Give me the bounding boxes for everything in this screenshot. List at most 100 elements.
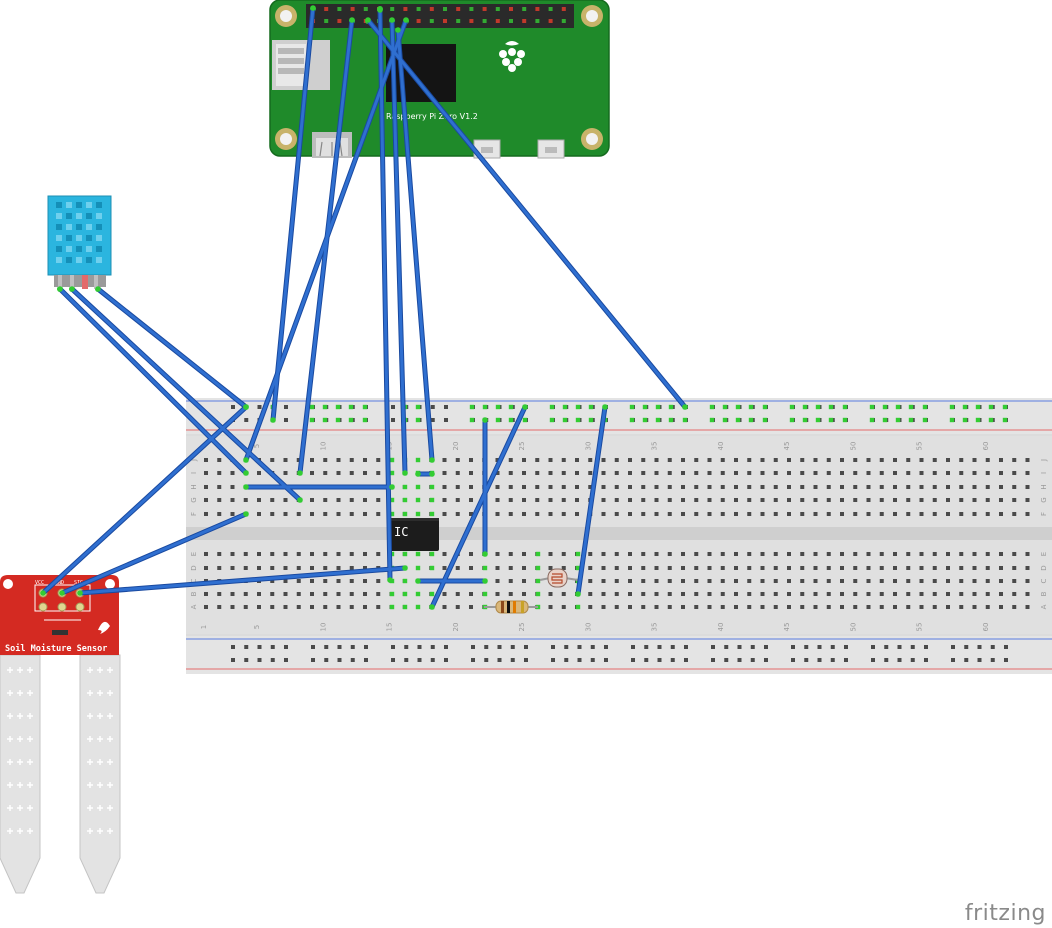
wire-18[interactable] [576, 405, 607, 596]
hole [349, 552, 354, 556]
connected-hole [682, 417, 688, 423]
row-letter: A [190, 604, 198, 609]
wire-9[interactable] [58, 287, 248, 475]
hole [681, 498, 685, 502]
wire-13[interactable] [78, 566, 407, 595]
hole [681, 458, 685, 462]
hole [296, 605, 301, 609]
hole [813, 605, 818, 609]
connected-hole [402, 551, 408, 557]
wire-11[interactable] [41, 405, 248, 595]
wire-8[interactable] [96, 287, 248, 409]
photoresistor[interactable] [539, 568, 579, 588]
hole [270, 566, 275, 570]
hole [548, 498, 553, 502]
wire-end [69, 286, 75, 292]
wire-end [602, 404, 608, 410]
wire-17[interactable] [430, 405, 527, 609]
vent [76, 213, 82, 219]
connected-hole [575, 417, 581, 423]
hole [522, 579, 526, 583]
hole [349, 471, 354, 475]
wire-end [365, 17, 371, 23]
hole [204, 512, 208, 516]
wire-5[interactable] [390, 18, 407, 475]
wire-6[interactable] [396, 28, 434, 462]
connected-hole [842, 404, 848, 410]
wire-end [482, 578, 488, 584]
ic-chip[interactable]: IC [387, 518, 439, 551]
hole [654, 605, 659, 609]
vent [56, 213, 62, 219]
wire-1[interactable] [271, 6, 315, 422]
rail-hole [604, 645, 608, 649]
column-number: 40 [717, 442, 725, 451]
hole [760, 485, 765, 489]
hole [508, 592, 513, 596]
hole [575, 498, 579, 502]
probe-mark [17, 736, 23, 742]
hole [230, 512, 235, 516]
hole [747, 512, 752, 516]
probe-mark [87, 805, 93, 811]
hole [694, 512, 699, 516]
resistor[interactable] [484, 600, 538, 614]
hole [760, 592, 765, 596]
hole [840, 605, 844, 609]
wire-end [270, 417, 276, 423]
hole [257, 605, 261, 609]
wire-12[interactable] [60, 512, 248, 595]
wire-2[interactable] [298, 18, 354, 475]
raspberry-pi-zero[interactable]: Raspberry Pi Zero V1.2 [269, 0, 610, 159]
hole [840, 592, 844, 596]
hole [813, 458, 818, 462]
hole [217, 552, 222, 556]
wire-7[interactable] [366, 18, 687, 409]
column-number: 45 [783, 442, 791, 451]
wire-end [310, 5, 316, 11]
probe-mark [97, 713, 103, 719]
gpio-pin [363, 7, 368, 11]
column-number: 25 [518, 442, 526, 451]
hole [561, 566, 566, 570]
hole [720, 592, 725, 596]
hole [628, 458, 632, 462]
connected-hole [482, 404, 488, 410]
connected-hole [962, 404, 968, 410]
rail-hole [430, 405, 435, 409]
connected-hole [842, 417, 848, 423]
rail-hole [391, 418, 395, 422]
wire-10[interactable] [70, 287, 302, 502]
dht-sensor[interactable] [47, 195, 112, 292]
wire-end [682, 404, 688, 410]
hole [893, 498, 897, 502]
column-number: 1 [200, 625, 208, 629]
hole [694, 605, 699, 609]
rail-hole [644, 645, 649, 649]
rail-hole [444, 658, 448, 662]
hole [376, 579, 381, 583]
wire-end [59, 590, 65, 596]
rail-hole [1004, 645, 1008, 649]
wire-3[interactable] [244, 18, 408, 462]
hole [641, 471, 646, 475]
connected-hole [415, 565, 421, 571]
hole [813, 592, 818, 596]
hole [614, 592, 619, 596]
hole [853, 579, 858, 583]
hole [707, 471, 712, 475]
connected-hole [429, 551, 435, 557]
hole [800, 592, 805, 596]
gpio-header [306, 4, 574, 28]
hole [614, 498, 619, 502]
hole [694, 552, 699, 556]
wire-4[interactable] [378, 8, 392, 582]
hole [667, 592, 672, 596]
soil-moisture-sensor[interactable]: VCC GND SIG Soil Moisture Sensor [0, 575, 121, 894]
hole [1012, 458, 1017, 462]
hole [495, 592, 500, 596]
rail-hole [804, 658, 809, 662]
hole [336, 552, 341, 556]
wire-end [243, 511, 249, 517]
